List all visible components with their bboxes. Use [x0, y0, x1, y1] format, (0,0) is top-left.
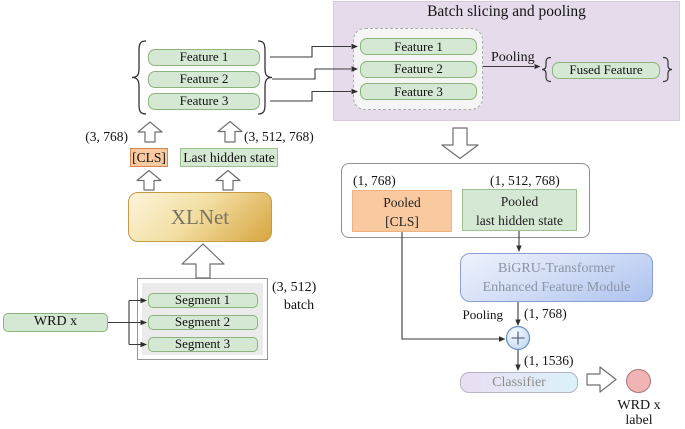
bigru-module-box: BiGRU-Transformer Enhanced Feature Modul…	[460, 253, 653, 302]
sliced-feature-1: Feature 1	[360, 38, 477, 55]
bigru-line1: BiGRU-Transformer	[498, 260, 615, 276]
output-label-circle	[626, 369, 651, 393]
pooled-hidden-line2: last hidden state	[476, 213, 563, 228]
plus-circle	[505, 325, 531, 351]
fused-feature-box: Fused Feature	[552, 61, 660, 79]
panel-title: Batch slicing and pooling	[427, 3, 586, 20]
xlnet-box: XLNet	[128, 192, 272, 242]
pooled-cls-line2: [CLS]	[385, 214, 419, 229]
block-arrow-right-output	[586, 366, 617, 393]
segment-3: Segment 3	[147, 336, 258, 352]
feature-3: Feature 3	[148, 92, 260, 110]
block-arrow-up-hidden-out	[217, 120, 243, 143]
pooling-label-top: Pooling	[491, 50, 535, 65]
segment-1: Segment 1	[147, 292, 258, 308]
block-arrow-up-hidden	[215, 169, 241, 191]
pooling-label-bottom: Pooling	[462, 307, 503, 322]
right-brace	[257, 40, 273, 115]
cls-box: [CLS]	[130, 148, 168, 167]
batch-caption: batch	[283, 298, 315, 313]
sliced-feature-2: Feature 2	[360, 60, 477, 78]
block-arrow-up-batch	[181, 243, 225, 279]
last-hidden-state-box: Last hidden state	[180, 148, 278, 167]
block-arrow-up-cls	[136, 169, 162, 191]
pooled-cls-line1: Pooled	[383, 195, 421, 210]
cls-shape-label: (3, 768)	[85, 129, 128, 144]
classifier-box: Classifier	[460, 372, 578, 393]
sliced-feature-3: Feature 3	[360, 83, 477, 100]
pooled-hidden-line1: Pooled	[500, 194, 539, 209]
bigru-line2: Enhanced Feature Module	[482, 279, 631, 295]
concat-shape: (1, 1536)	[524, 353, 574, 368]
pooled-hidden-box: Pooled last hidden state	[462, 189, 577, 231]
module-out-shape: (1, 768)	[524, 306, 567, 321]
feature-1: Feature 1	[148, 48, 260, 66]
output-line2: label	[625, 413, 653, 428]
pooled-cls-shape: (1, 768)	[353, 173, 396, 188]
input-box: WRD x	[3, 313, 108, 332]
feature-2: Feature 2	[148, 70, 260, 88]
batch-shape-label: (3, 512)	[272, 280, 317, 295]
left-brace	[131, 40, 147, 115]
pooled-hidden-shape: (1, 512, 768)	[490, 173, 560, 188]
output-line1: WRD x	[617, 398, 661, 413]
segment-2: Segment 2	[147, 314, 258, 330]
block-arrow-down-panel	[441, 127, 479, 160]
hidden-shape-label: (3, 512, 768)	[244, 129, 314, 144]
pooled-cls-box: Pooled [CLS]	[352, 190, 452, 232]
block-arrow-up-cls-out	[137, 121, 163, 143]
